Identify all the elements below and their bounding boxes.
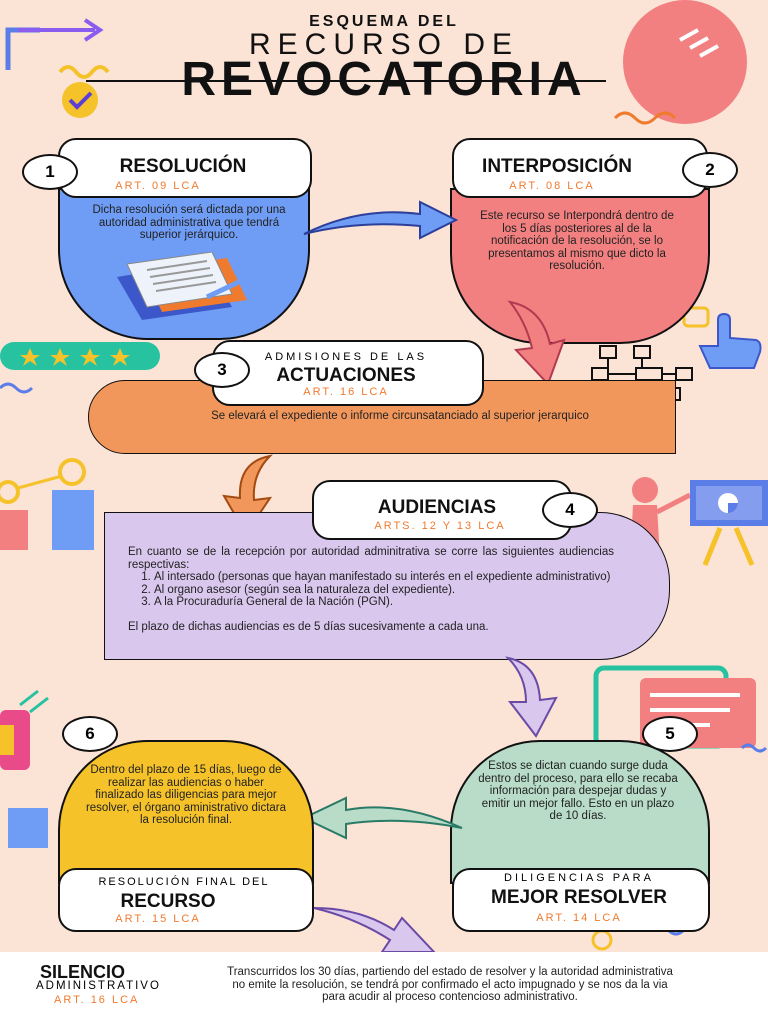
teal-arrow-icon [301,796,463,840]
step3-subtitle: ADMISIONES DE LAS [264,351,428,363]
step3-title: ACTUACIONES [276,365,416,386]
step4-body: En cuanto se de la recepción por autorid… [128,546,614,633]
header-line1: ESQUEMA DEL [309,13,459,30]
footer-title: SILENCIO [40,962,126,982]
blue-arrow-icon [303,200,459,240]
footer-text: Transcurridos los 30 días, partiendo del… [227,966,673,1003]
step2-art: ART. 08 LCA [509,180,595,192]
step1-label-box [58,138,312,198]
step2-panel [450,188,710,344]
step6-subtitle: RESOLUCIÓN FINAL DEL [98,876,270,888]
hand-pointer-icon [698,312,762,369]
step3-art: ART. 16 LCA [303,386,389,398]
step1-text: Dicha resolución será dictada por una au… [92,204,286,241]
footer-art: ART. 16 LCA [54,994,140,1006]
step4-list: Al intersado (personas que hayan manifes… [128,571,614,609]
page-title: REVOCATORIA [181,53,587,106]
step1-badge: 1 [22,154,78,190]
step4-item: Al intersado (personas que hayan manifes… [154,571,614,584]
step6-text: Dentro del plazo de 15 días, luego de re… [85,764,287,826]
step2-label-box [452,138,708,198]
step5-subtitle: DILIGENCIAS PARA [504,872,654,884]
step4-label-box [312,480,572,540]
step3-label-box [212,340,484,406]
documents-icon [117,252,262,320]
step6-title: RECURSO [120,891,216,912]
purple-arrow-icon [504,656,558,738]
step5-art: ART. 14 LCA [536,912,622,924]
step6-badge: 6 [62,716,118,752]
step1-title: RESOLUCIÓN [119,156,247,177]
step6-panel [58,740,314,884]
step4-art: ARTS. 12 Y 13 LCA [374,520,506,532]
footer-subtitle: ADMINISTRATIVO [36,980,161,992]
step2-badge: 2 [682,152,738,188]
step5-label-box [452,868,710,932]
step6-label-box [58,868,314,932]
step4-item: Al organo asesor (según sea la naturalez… [154,584,614,597]
step2-text: Este recurso se Interpondrá dentro de lo… [480,210,674,272]
step2-title: INTERPOSICIÓN [482,156,632,177]
step3-text: Se elevará el expediente o informe circu… [211,410,589,422]
step5-title: MEJOR RESOLVER [491,887,667,908]
footer-panel [0,952,768,1024]
step4-badge: 4 [542,492,598,528]
step5-badge: 5 [642,716,698,752]
header-line2: RECURSO DE [248,28,520,61]
step6-art: ART. 15 LCA [115,913,201,925]
header-rule [86,80,606,82]
step4-item: A la Procuraduría General de la Nación (… [154,596,614,609]
step1-art: ART. 09 LCA [115,180,201,192]
step5-text: Estos se dictan cuando surge duda dentro… [478,760,678,822]
pink-arrow-icon [507,300,566,386]
step4-closing: El plazo de dichas audiencias es de 5 dí… [128,620,489,633]
step4-intro: En cuanto se de la recepción por autorid… [128,546,614,571]
purple-arrow-icon [313,907,437,953]
step3-badge: 3 [194,352,250,388]
step4-title: AUDIENCIAS [377,497,497,518]
